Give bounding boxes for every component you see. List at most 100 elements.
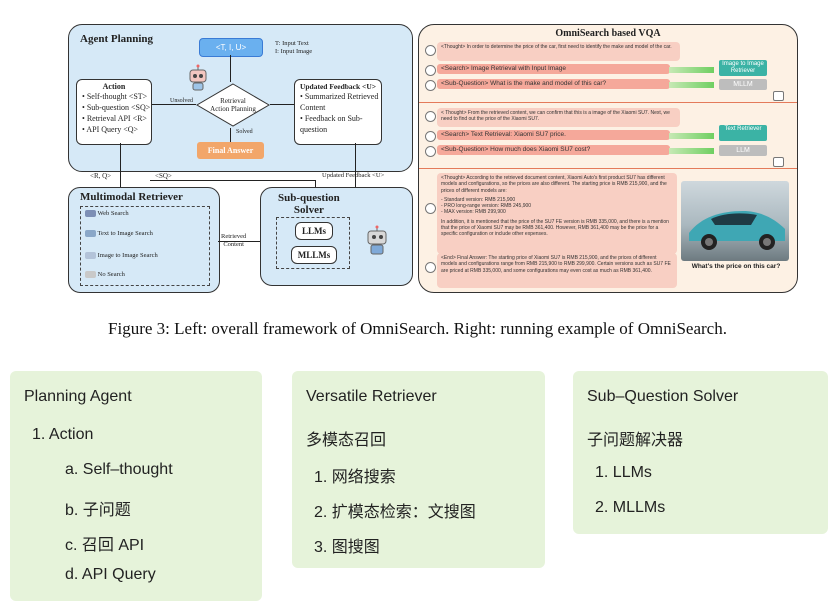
- thought-3-intro: <Thought> According to the retrieved doc…: [441, 175, 667, 194]
- thought-1: <Thought> In order to determine the pric…: [437, 42, 680, 61]
- globe-icon: [85, 210, 96, 218]
- connector-sq: <SQ>: [155, 172, 172, 180]
- car-photo: [681, 181, 789, 261]
- bot-icon: [773, 157, 784, 167]
- input-legend-text: T: Input Text: [275, 40, 309, 47]
- subquestion-1: <Sub-Question> What is the make and mode…: [437, 79, 670, 89]
- thought-3: <Thought> According to the retrieved doc…: [437, 173, 677, 254]
- user-icon: [425, 131, 436, 142]
- connector-retrieved-content: Retrieved Content: [221, 233, 246, 249]
- card-line: 1. 网络搜索: [314, 469, 396, 486]
- input-legend: T: Input Text I: Input Image: [275, 40, 312, 56]
- card-line: 3. 图搜图: [314, 539, 380, 556]
- price-item: - Standard version: RMB 215,900: [441, 196, 516, 203]
- action-item-label: Retrieval API <R>: [86, 114, 147, 123]
- llms-box: LLMs: [295, 222, 333, 240]
- action-item-label: Self-thought <ST>: [86, 92, 148, 101]
- image-to-image-retriever-box: Image to Image Retriever: [719, 60, 767, 76]
- vqa-panel: OmniSearch based VQA <Thought> In order …: [418, 24, 798, 293]
- search-2: <Search> Text Retrieval: Xiaomi SU7 pric…: [437, 130, 670, 140]
- retriever-item: No Search: [85, 271, 125, 279]
- solved-label: Solved: [236, 129, 253, 135]
- thought-2: < Thought> From the retrieved content, w…: [437, 108, 680, 127]
- arrow-to-retriever-2: [669, 133, 714, 139]
- solver-panel: [260, 187, 413, 286]
- card-line: c. 召回 API: [65, 537, 145, 554]
- action-item: • API Query <Q>: [82, 125, 139, 134]
- arrow-to-model-1: [669, 82, 714, 88]
- arrow-solver-to-feedback: [355, 143, 356, 187]
- agent-planning-title: Agent Planning: [80, 33, 154, 45]
- feedback-item-label: Summarized Retrieved Content: [300, 92, 379, 112]
- arrow-feedback-to-decision: [270, 104, 294, 105]
- card-line: 多模态召回: [306, 432, 387, 449]
- retrieved-content-line1: Retrieved: [221, 233, 247, 240]
- solver-models: LLMs MLLMs: [276, 217, 350, 269]
- retriever-item-label: Web Search: [97, 210, 129, 217]
- feedback-box: Updated Feedback <U> • Summarized Retrie…: [294, 79, 382, 145]
- solver-title: Sub-question Solver: [278, 192, 340, 216]
- search-1: <Search> Image Retrieval with Input Imag…: [437, 64, 670, 74]
- action-item: • Retrieval API <R>: [82, 114, 147, 123]
- feedback-item: • Summarized Retrieved Content: [300, 92, 379, 112]
- card-line: 子问题解决器: [587, 432, 684, 449]
- price-item: - MAX version: RMB 299,900: [441, 209, 506, 216]
- user-icon: [425, 80, 436, 91]
- user-icon: [425, 65, 436, 76]
- action-title: Action: [102, 82, 126, 91]
- card-planning-agent: Planning Agent 1. Action a. Self–thought…: [10, 371, 262, 601]
- image-icon: [85, 230, 96, 238]
- card-title: Versatile Retriever: [306, 388, 437, 405]
- card-line: 1. Action: [32, 426, 94, 443]
- car-icon: [689, 211, 785, 250]
- figure-caption: Figure 3: Left: overall framework of Omn…: [108, 319, 727, 338]
- user-icon: [425, 262, 436, 273]
- divider: [419, 102, 797, 103]
- action-box: Action • Self-thought <ST> • Sub-questio…: [76, 79, 152, 145]
- mllms-box: MLLMs: [291, 246, 337, 264]
- feedback-item: • Feedback on Sub-question: [300, 114, 363, 134]
- feedback-title: Updated Feedback <U>: [299, 82, 377, 91]
- action-item-label: Sub-question <SQ>: [86, 103, 151, 112]
- final-answer-box: Final Answer: [197, 142, 264, 159]
- arrow-decision-to-action: [150, 104, 196, 105]
- arrow-to-model-2: [669, 148, 714, 154]
- card-title: Planning Agent: [24, 388, 132, 405]
- input-legend-image: I: Input Image: [275, 48, 313, 55]
- thought-3-extra: In addition, it is mentioned that the pr…: [441, 218, 669, 238]
- connector-updated-feedback: Updated Feedback <U>: [322, 172, 385, 179]
- retrieved-content-line2: Content: [223, 241, 244, 248]
- retriever-item: Image to Image Search: [85, 252, 158, 260]
- card-line: a. Self–thought: [65, 461, 173, 478]
- retriever-list: Web Search Text to Image Search Image to…: [80, 206, 210, 286]
- vqa-title: OmniSearch based VQA: [555, 28, 661, 39]
- decision-diamond: [196, 83, 270, 127]
- card-line: 1. LLMs: [595, 464, 652, 481]
- solver-title-line1: Sub-question: [278, 192, 340, 204]
- final-answer-text: <End> Final Answer: The starting price o…: [437, 253, 677, 288]
- arrow-action-to-retriever: [120, 143, 121, 187]
- mllm-box: MLLM: [719, 79, 767, 90]
- card-line: 2. MLLMs: [595, 499, 666, 516]
- card-title: Sub–Question Solver: [587, 388, 739, 405]
- retriever-title: Multimodal Retriever: [80, 191, 183, 203]
- action-item: • Sub-question <SQ>: [82, 103, 151, 112]
- retriever-item-label: Text to Image Search: [97, 230, 153, 237]
- solver-title-line2: Solver: [293, 204, 324, 216]
- text-retriever-box: Text Retriever: [719, 125, 767, 141]
- card-line: b. 子问题: [65, 502, 131, 519]
- retriever-item: Text to Image Search: [85, 230, 153, 238]
- user-icon: [425, 111, 436, 122]
- decision-label-line1: Retrieval: [220, 97, 246, 105]
- card-line: 2. 扩模态检索：文搜图: [314, 504, 476, 521]
- input-box: <T, I, U>: [199, 38, 263, 57]
- decision-label: Retrieval Action Planning: [204, 97, 262, 113]
- search-icon: [85, 252, 96, 260]
- retriever-item: Web Search: [85, 210, 129, 218]
- no-search-icon: [85, 271, 96, 279]
- arrow-sq-down: [315, 180, 316, 189]
- retriever-item-label: Image to Image Search: [97, 252, 158, 259]
- llm-box: LLM: [719, 145, 767, 156]
- connector-r-q: <R, Q>: [90, 172, 112, 180]
- bot-icon: [773, 91, 784, 101]
